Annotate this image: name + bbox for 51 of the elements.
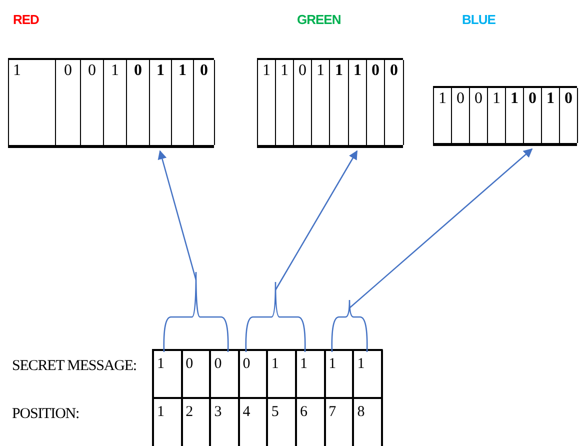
- bit-cell: 1: [349, 60, 367, 145]
- bit-cell: 0: [294, 60, 312, 145]
- message-bit: 0: [209, 350, 240, 398]
- arrow: [349, 148, 533, 308]
- message-bit: 0: [180, 350, 212, 398]
- bit-cell: 1: [542, 88, 560, 143]
- bit-cell: 0: [524, 88, 542, 143]
- register-title: BLUE: [462, 12, 496, 27]
- position-number: 8: [352, 398, 383, 446]
- bit-cell: 1: [258, 60, 276, 145]
- bit-cell: 1: [312, 60, 330, 145]
- bit-cell: 0: [81, 60, 104, 145]
- message-bit: 1: [152, 350, 183, 398]
- bit-cell: 1: [330, 60, 349, 145]
- arrow: [274, 150, 358, 290]
- bit-cell: 1: [150, 60, 172, 145]
- message-bit: 1: [324, 350, 354, 398]
- bit-cell: 1: [506, 88, 524, 143]
- position-number: 5: [266, 398, 297, 446]
- position-number: 7: [324, 398, 354, 446]
- position-number: 1: [152, 398, 183, 446]
- bit-cell: 1: [104, 60, 127, 145]
- row-label: POSITION:: [12, 406, 80, 423]
- bit-cell: 1: [488, 88, 506, 143]
- curly-brace: [245, 282, 306, 352]
- row-label: SECRET MESSAGE:: [12, 358, 136, 375]
- bit-cell: 1: [276, 60, 294, 145]
- curly-brace: [163, 272, 229, 352]
- curly-brace: [331, 300, 368, 352]
- bit-cell: 0: [56, 60, 81, 145]
- bit-cell: 0: [385, 60, 404, 145]
- position-number: 2: [180, 398, 212, 446]
- bit-cell: 0: [560, 88, 578, 143]
- register-title: GREEN: [297, 12, 341, 27]
- bit-cell: 0: [127, 60, 150, 145]
- position-number: 3: [209, 398, 240, 446]
- bit-cell: 0: [452, 88, 470, 143]
- message-bit: 1: [352, 350, 383, 398]
- position-number: 6: [295, 398, 326, 446]
- bit-cell: 0: [470, 88, 488, 143]
- message-bit: 1: [295, 350, 326, 398]
- message-bit: 0: [238, 350, 268, 398]
- message-bit: 1: [266, 350, 297, 398]
- position-number: 4: [238, 398, 268, 446]
- bit-cell: 1: [434, 88, 452, 143]
- bit-cell: 1: [9, 60, 56, 145]
- bit-cell: 0: [194, 60, 215, 145]
- register-title: RED: [13, 12, 39, 27]
- bit-cell: 0: [367, 60, 385, 145]
- arrow: [158, 150, 197, 280]
- bit-cell: 1: [172, 60, 194, 145]
